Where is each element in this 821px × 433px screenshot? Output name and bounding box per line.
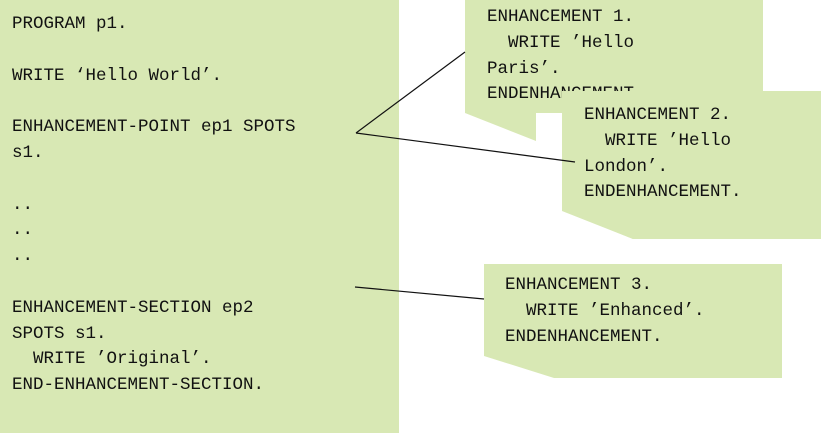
program-source-code: PROGRAM p1. WRITE ‘Hello World’. ENHANCE…: [12, 14, 296, 396]
enhancement-2-code: ENHANCEMENT 2. WRITE ’Hello London’. END…: [584, 105, 742, 203]
enhancement-3-code: ENHANCEMENT 3. WRITE ’Enhanced’. ENDENHA…: [505, 275, 705, 347]
enhancement-3-note: [484, 264, 782, 378]
connector-enhancement-2: [355, 132, 576, 163]
program-code-panel: PROGRAM p1. WRITE ‘Hello World’. ENHANCE…: [0, 0, 399, 433]
connector-enhancement-1: [355, 51, 466, 134]
connector-enhancement-3: [354, 286, 485, 300]
enhancement-2-note: [562, 91, 821, 239]
